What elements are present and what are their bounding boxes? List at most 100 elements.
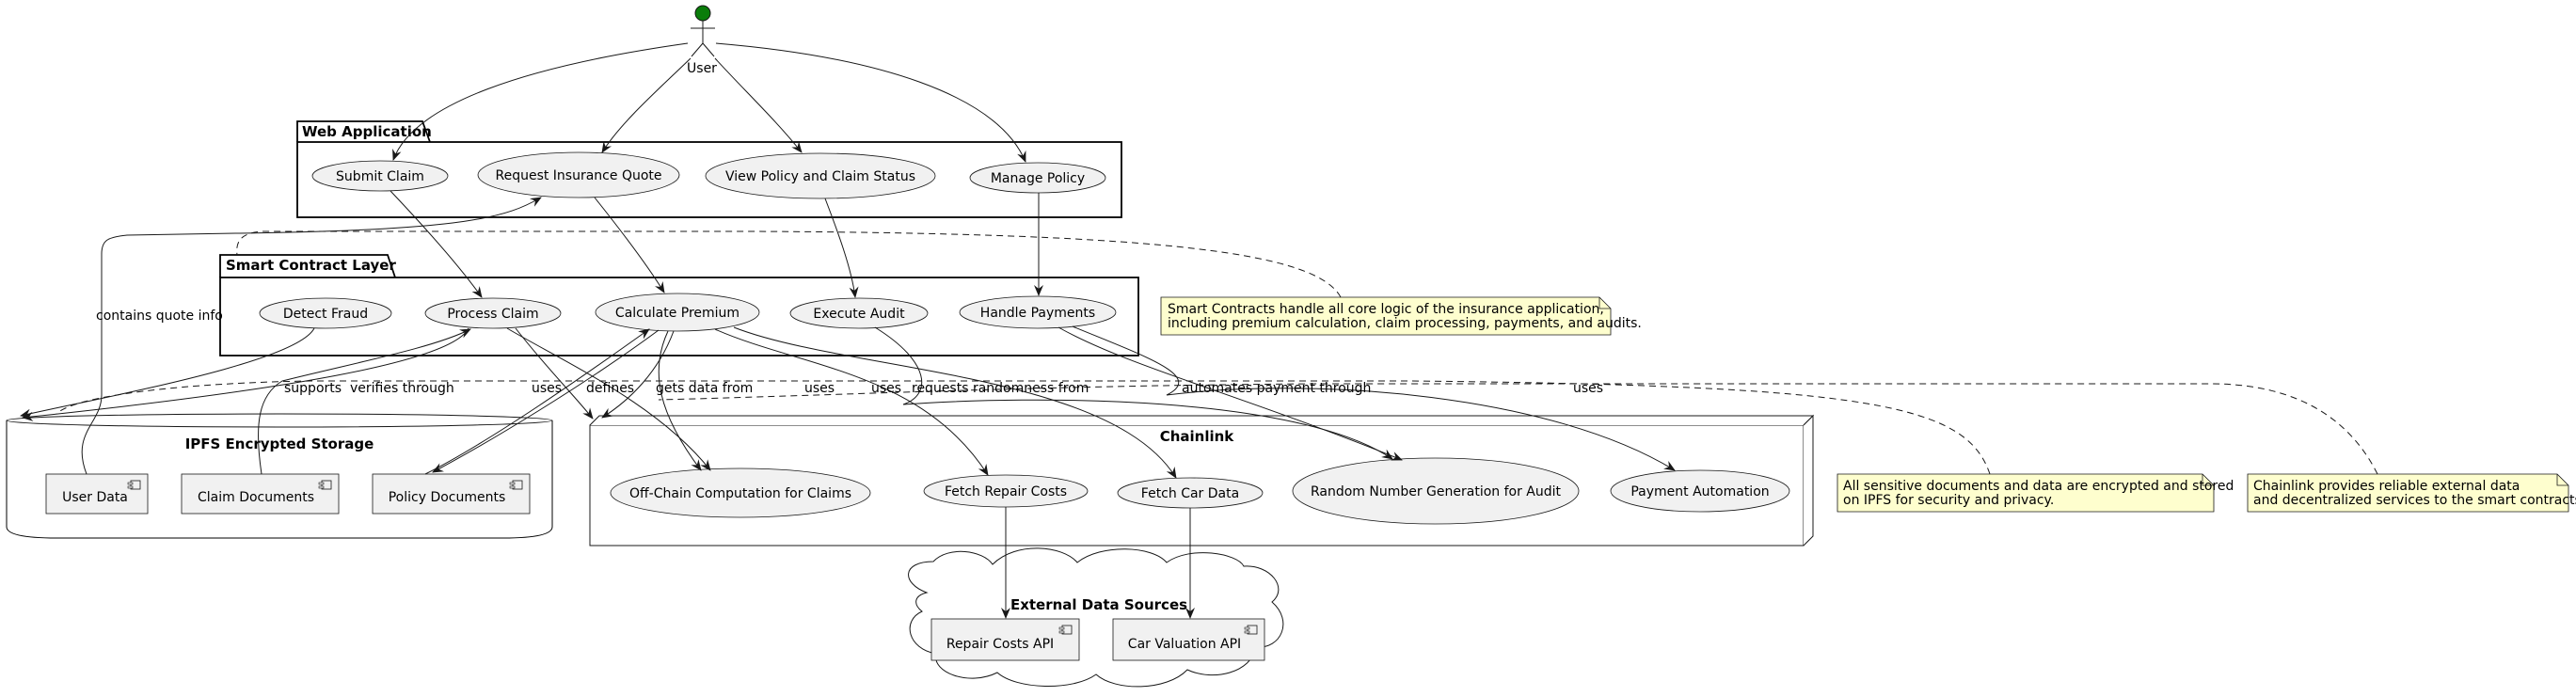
database-top [6, 413, 553, 428]
edge-premium-cardata [733, 326, 1177, 479]
edge-premium-repair [714, 328, 989, 476]
svg-text:Payment Automation: Payment Automation [1630, 484, 1769, 499]
edge-process-offchain [506, 327, 711, 471]
edge-claimdocs-process [257, 328, 471, 475]
note-ipfs-encryption: All sensitive documents and data are enc… [1837, 473, 2234, 513]
package-title: Web Application [302, 123, 432, 140]
edge-user-quote [601, 57, 692, 153]
cloud-title: External Data Sources [1010, 596, 1187, 613]
svg-text:Car Valuation API: Car Valuation API [1128, 637, 1241, 652]
label-uses: uses [1573, 381, 1603, 396]
svg-text:including premium calculation,: including premium calculation, claim pro… [1168, 316, 1642, 331]
svg-text:View Policy and Claim Status: View Policy and Claim Status [725, 169, 915, 184]
database-title: IPFS Encrypted Storage [185, 436, 374, 452]
svg-text:Smart Contracts handle all cor: Smart Contracts handle all core logic of… [1168, 302, 1604, 317]
note-link-smart [236, 230, 1342, 298]
label-supports: supports [284, 381, 342, 396]
package-tab [296, 120, 431, 143]
label-uses: uses [804, 381, 835, 396]
cloud-shape [908, 547, 1284, 688]
node-side [1803, 414, 1814, 547]
note-chainlink-services: Chainlink provides reliable external dat… [2247, 473, 2576, 513]
edge-premium-chainlink [601, 330, 675, 419]
svg-text:All sensitive documents and da: All sensitive documents and data are enc… [1843, 479, 2234, 494]
usecase-offchain-computation: Off-Chain Computation for Claims [610, 467, 871, 518]
edge-process-ipfs [22, 327, 469, 421]
usecase-detect-fraud: Detect Fraud [259, 297, 392, 329]
component-claim-documents: Claim Documents [181, 473, 340, 515]
package-frame [296, 141, 1122, 218]
svg-text:Handle Payments: Handle Payments [980, 306, 1095, 321]
edge-user-view [714, 57, 803, 153]
component-car-valuation-api: Car Valuation API [1112, 618, 1265, 661]
edge-payments-automation [1072, 325, 1676, 471]
svg-text:Repair Costs API: Repair Costs API [946, 637, 1054, 652]
user-actor: User [687, 5, 717, 76]
svg-text:Process Claim: Process Claim [447, 307, 538, 322]
edge-premium-offchain [658, 330, 702, 471]
usecase-payment-automation: Payment Automation [1610, 469, 1790, 513]
label-automates-payment: automates payment through [1182, 381, 1371, 396]
usecase-view-policy-status: View Policy and Claim Status [705, 152, 936, 199]
edge-audit-random [874, 326, 1393, 460]
edge-fraud-ipfs [20, 327, 315, 419]
svg-text:on IPFS for security and priva: on IPFS for security and privacy. [1843, 493, 2054, 508]
usecase-submit-claim: Submit Claim [311, 160, 449, 192]
svg-text:Policy Documents: Policy Documents [389, 490, 506, 505]
svg-text:Calculate Premium: Calculate Premium [615, 306, 739, 321]
edge-user-submit [392, 42, 689, 161]
edge-user-manage [715, 42, 1026, 163]
svg-text:Fetch Car Data: Fetch Car Data [1141, 486, 1239, 501]
smart-contract-package: Smart Contract Layer [219, 254, 1139, 356]
svg-text:Request Insurance Quote: Request Insurance Quote [495, 168, 661, 183]
edge-userdata-quote [81, 197, 542, 475]
label-uses: uses [532, 381, 562, 396]
svg-text:Off-Chain Computation for Clai: Off-Chain Computation for Claims [629, 486, 851, 501]
note-link-ipfs [56, 380, 1991, 475]
note-link-chainlink [658, 383, 2378, 475]
component-policy-documents: Policy Documents [372, 473, 531, 515]
edge-payments-random [1057, 326, 1403, 461]
actor-head [694, 5, 711, 22]
label-verifies-through: verifies through [350, 381, 454, 396]
svg-text:Chainlink provides reliable ex: Chainlink provides reliable external dat… [2253, 479, 2520, 494]
svg-text:Submit Claim: Submit Claim [336, 169, 424, 184]
actor-left-leg [691, 42, 704, 57]
usecase-process-claim: Process Claim [424, 297, 562, 329]
usecase-request-insurance-quote: Request Insurance Quote [477, 151, 680, 198]
usecase-random-number-audit: Random Number Generation for Audit [1292, 457, 1580, 525]
edge-view-audit [824, 198, 859, 298]
usecase-handle-payments: Handle Payments [959, 295, 1117, 329]
usecase-calculate-premium: Calculate Premium [595, 293, 760, 332]
actor-label: User [687, 61, 717, 76]
svg-text:Random Number Generation for A: Random Number Generation for Audit [1311, 484, 1562, 499]
label-uses: uses [871, 381, 901, 396]
svg-text:User Data: User Data [62, 490, 128, 505]
component-repair-costs-api: Repair Costs API [930, 618, 1080, 661]
package-frame [219, 277, 1139, 356]
svg-text:and decentralized services to: and decentralized services to the smart … [2253, 493, 2576, 508]
package-title: Smart Contract Layer [226, 257, 396, 274]
svg-text:Fetch Repair Costs: Fetch Repair Costs [945, 484, 1067, 499]
usecase-manage-policy: Manage Policy [969, 162, 1106, 194]
svg-text:Detect Fraud: Detect Fraud [283, 307, 368, 322]
edge-quote-premium [594, 197, 665, 293]
package-tab [219, 254, 396, 278]
usecase-fetch-car-data: Fetch Car Data [1117, 477, 1264, 509]
edge-submit-process [390, 190, 483, 298]
label-defines: defines [586, 381, 634, 396]
external-data-cloud: External Data Sources [908, 547, 1284, 688]
edge-policydocs-premium [424, 328, 650, 475]
label-requests-randomness: requests randomness from [912, 381, 1089, 396]
svg-text:Execute Audit: Execute Audit [813, 307, 905, 322]
component-user-data: User Data [45, 473, 149, 515]
svg-text:Manage Policy: Manage Policy [991, 171, 1085, 186]
actor-right-leg [702, 42, 715, 57]
usecase-fetch-repair-costs: Fetch Repair Costs [923, 474, 1089, 508]
edge-premium-policydocs [432, 329, 660, 473]
web-application-package: Web Application [296, 120, 1122, 218]
usecase-execute-audit: Execute Audit [789, 297, 929, 329]
edge-process-chainlink [515, 327, 594, 420]
node-top [589, 415, 1815, 426]
